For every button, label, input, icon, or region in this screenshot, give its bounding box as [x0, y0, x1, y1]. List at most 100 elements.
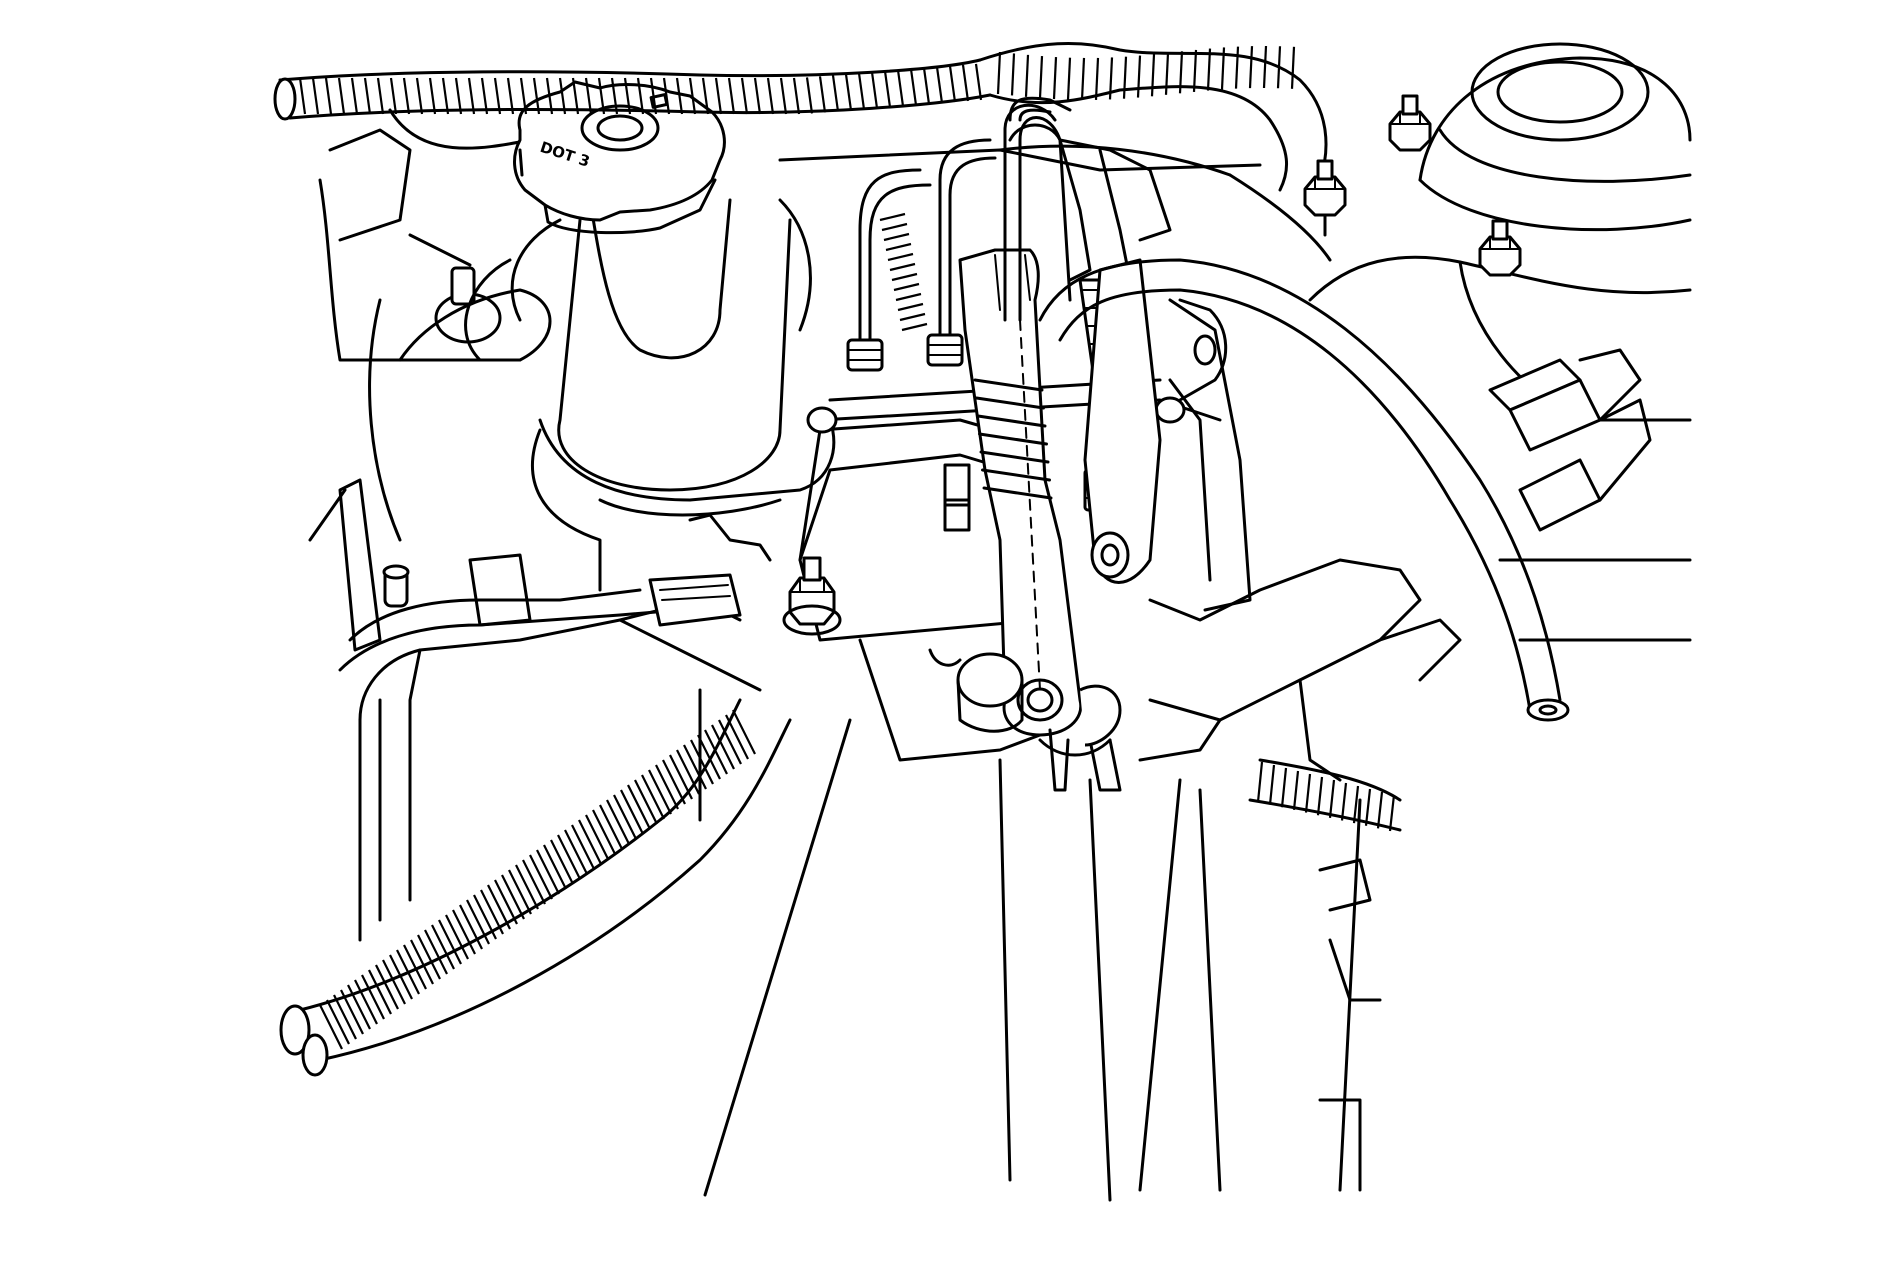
rib-stroke — [676, 749, 700, 795]
rib-stroke — [935, 66, 944, 104]
rib-stroke — [424, 929, 448, 975]
rib-stroke — [473, 894, 497, 940]
rib-stroke — [883, 232, 910, 242]
electrical-connector-left — [338, 513, 772, 672]
rib-stroke — [1024, 54, 1030, 97]
rib-stroke — [522, 859, 546, 905]
rib-stroke — [883, 71, 892, 108]
rib-stroke — [1010, 53, 1016, 96]
rib-stroke — [909, 68, 918, 106]
rib-stroke — [564, 829, 588, 875]
rib-stroke — [347, 984, 371, 1030]
rib-stroke — [597, 77, 606, 115]
rib-stroke — [974, 63, 983, 101]
rib-stroke — [1080, 57, 1086, 101]
jumper-cable — [1038, 258, 1570, 722]
rib-stroke — [403, 944, 427, 990]
rib-stroke — [996, 51, 1002, 95]
rib-stroke — [982, 486, 1053, 500]
rib-stroke — [410, 939, 434, 985]
rib-stroke — [428, 77, 437, 115]
rib-stroke — [1290, 46, 1296, 89]
rib-stroke — [1234, 46, 1240, 89]
rib-stroke — [493, 77, 502, 115]
engine-bay-background — [308, 42, 1692, 1202]
rib-stroke — [634, 779, 658, 825]
rib-stroke — [648, 769, 672, 815]
rib-stroke — [891, 272, 918, 282]
rib-stroke — [363, 77, 372, 115]
rib-stroke — [536, 849, 560, 895]
jumper-cable-clamp — [958, 103, 1162, 792]
rib-stroke — [610, 77, 619, 115]
rib-stroke — [454, 77, 463, 115]
rib-stroke — [1164, 52, 1170, 95]
rib-stroke — [376, 77, 385, 115]
rib-stroke — [973, 378, 1044, 392]
rib-stroke — [976, 414, 1047, 428]
rib-stroke — [1220, 47, 1226, 90]
rib-stroke — [714, 77, 723, 115]
rib-stroke — [480, 889, 504, 935]
rib-stroke — [701, 77, 710, 115]
rib-stroke — [792, 77, 801, 115]
rib-stroke — [1094, 57, 1100, 100]
rib-stroke — [606, 799, 630, 845]
rib-stroke — [922, 67, 931, 105]
rib-stroke — [620, 789, 644, 835]
rib-stroke — [662, 77, 671, 115]
rib-stroke — [337, 77, 346, 115]
rib-stroke — [1178, 51, 1184, 94]
rib-stroke — [438, 919, 462, 965]
rib-stroke — [1052, 56, 1058, 100]
rib-stroke — [333, 994, 357, 1040]
rib-stroke — [1280, 767, 1288, 808]
rib-stroke — [1248, 46, 1254, 89]
rib-stroke — [543, 844, 567, 890]
rib-stroke — [885, 242, 912, 252]
rib-stroke — [599, 804, 623, 850]
rib-stroke — [1108, 57, 1114, 100]
rib-stroke — [584, 77, 593, 115]
rib-stroke — [326, 999, 350, 1045]
brake-line-fitting — [846, 333, 964, 372]
rib-stroke — [571, 824, 595, 870]
wiring-harness-top — [273, 41, 1328, 192]
rib-stroke — [899, 312, 926, 322]
rib-stroke — [675, 77, 684, 115]
rib-stroke — [704, 729, 728, 775]
rib-stroke — [311, 77, 320, 115]
rib-stroke — [480, 77, 489, 115]
hex-nuts — [782, 94, 1522, 636]
rib-stroke — [889, 262, 916, 272]
rib-stroke — [382, 959, 406, 1005]
rib-stroke — [779, 77, 788, 115]
rib-stroke — [727, 77, 736, 115]
rib-stroke — [368, 969, 392, 1015]
rib-stroke — [655, 764, 679, 810]
rib-stroke — [844, 74, 853, 111]
rib-stroke — [1256, 761, 1264, 803]
battery-hold-down — [858, 558, 1462, 1192]
rib-stroke — [487, 884, 511, 930]
rib-stroke — [1150, 54, 1156, 97]
rib-stroke — [396, 949, 420, 995]
rib-stroke — [1066, 57, 1072, 100]
rib-stroke — [895, 292, 922, 302]
rib-stroke — [1038, 56, 1044, 99]
rib-stroke — [711, 724, 735, 770]
rib-stroke — [389, 954, 413, 1000]
rib-stroke — [415, 77, 424, 115]
rib-stroke — [592, 809, 616, 855]
rib-stroke — [1316, 776, 1324, 816]
rib-stroke — [683, 744, 707, 790]
rib-stroke — [688, 77, 697, 115]
rib-stroke — [897, 302, 924, 312]
rib-stroke — [1268, 764, 1276, 805]
rib-stroke — [578, 819, 602, 865]
rib-stroke — [466, 899, 490, 945]
rib-stroke — [662, 759, 686, 805]
rib-stroke — [361, 974, 385, 1020]
rib-stroke — [350, 77, 359, 115]
